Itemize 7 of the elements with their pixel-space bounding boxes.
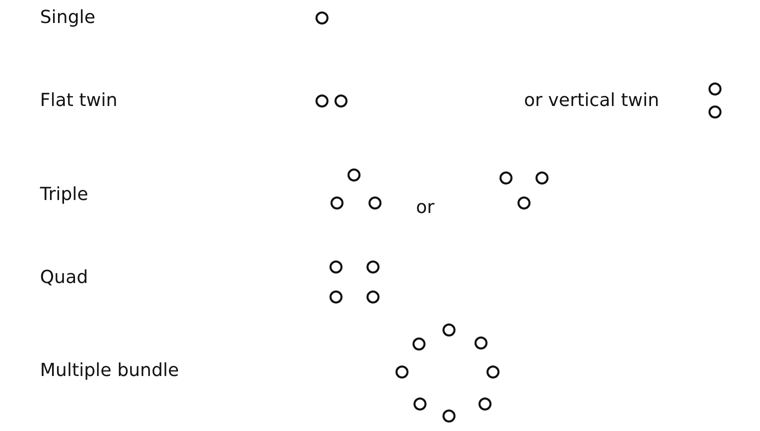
row-label: Triple xyxy=(40,184,88,206)
row-label: Multiple bundle xyxy=(40,360,179,382)
row-label: Single xyxy=(40,7,96,29)
row-label: or xyxy=(416,197,434,219)
row-label: Flat twin xyxy=(40,90,118,112)
row-label: or vertical twin xyxy=(524,90,660,112)
row-label: Quad xyxy=(40,267,88,289)
